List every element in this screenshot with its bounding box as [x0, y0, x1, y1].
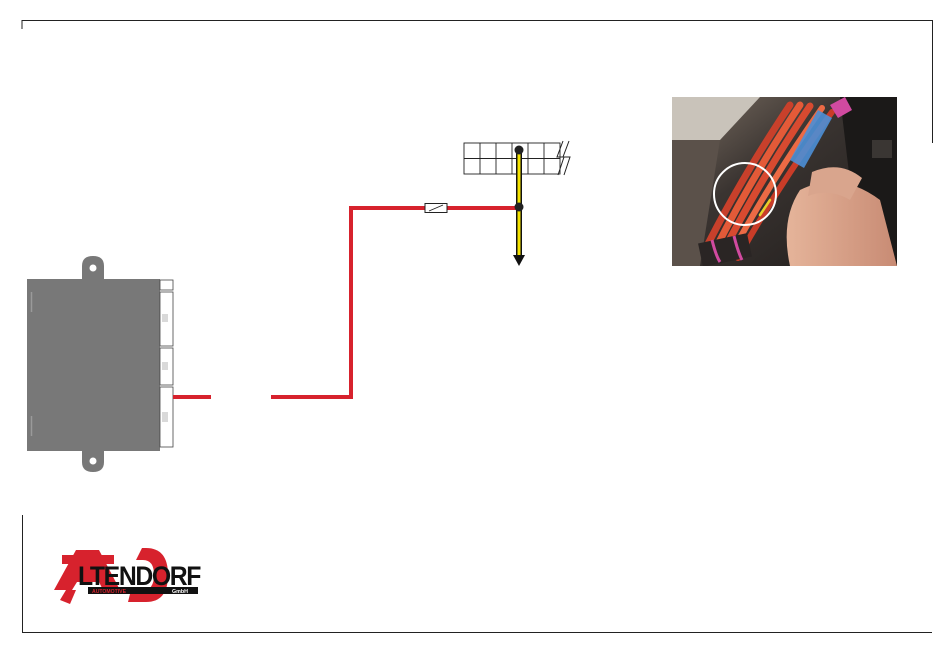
connector-grid-icon: [464, 143, 560, 174]
wire-harness-photo: [672, 97, 897, 267]
connector-pin-dot: [515, 146, 524, 155]
module-body: [27, 279, 160, 451]
fuse-icon: [425, 204, 447, 213]
splice-junction-dot: [515, 203, 524, 212]
company-logo: LTENDORF AUTOMOTIVE GmbH: [54, 548, 201, 604]
logo-suffix: GmbH: [172, 589, 188, 595]
mounting-hole-top: [90, 265, 97, 272]
ground-arrow-icon: [513, 255, 525, 266]
mounting-hole-bottom: [90, 458, 97, 465]
logo-subtitle: AUTOMOTIVE: [92, 589, 127, 595]
logo-word: LTENDORF: [78, 561, 201, 591]
control-module: [27, 256, 173, 472]
module-connector-small: [160, 280, 173, 290]
red-wire: [173, 208, 519, 397]
